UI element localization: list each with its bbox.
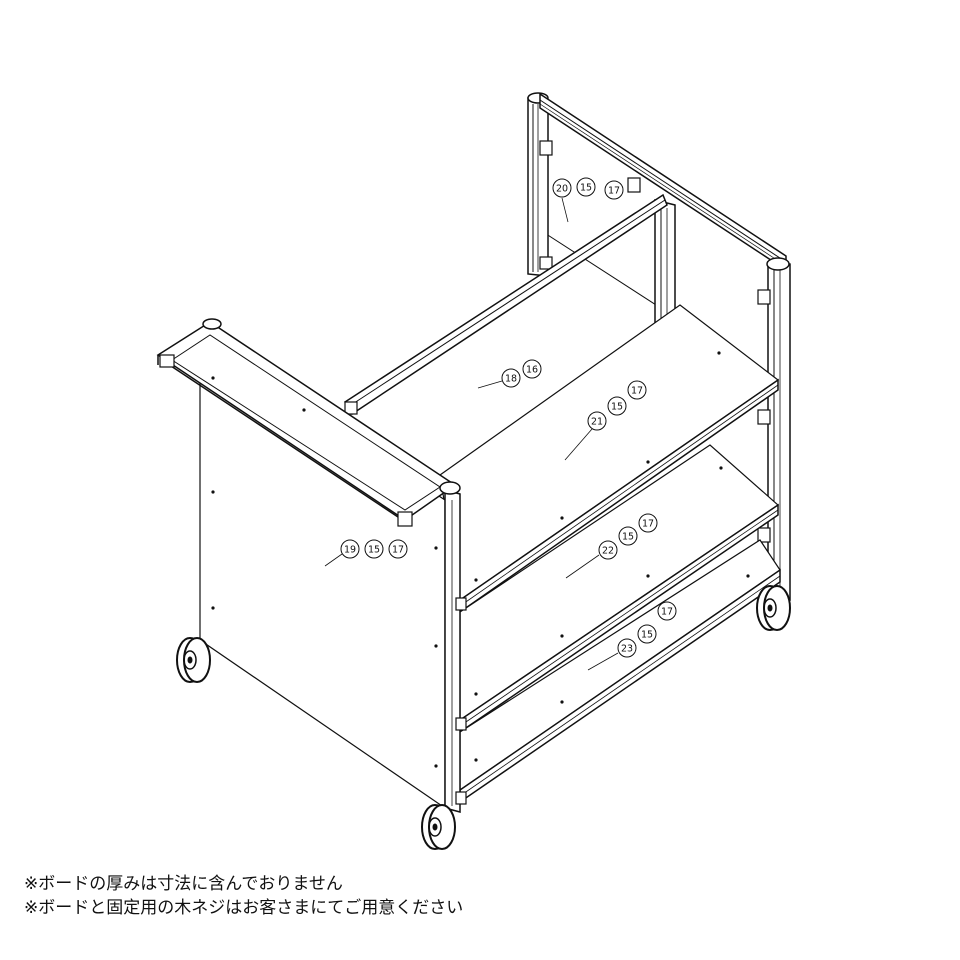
callout-label: 16 — [526, 365, 538, 376]
callout-label: 17 — [631, 386, 643, 397]
callout-label: 22 — [602, 546, 614, 557]
front-left-post — [444, 489, 467, 813]
wheel-rear-left — [176, 637, 211, 683]
callout-label: 17 — [661, 607, 673, 618]
callout-label: 15 — [622, 532, 634, 543]
callout-label: 15 — [641, 630, 653, 641]
notes-list: ※ボードの厚みは寸法に含んでおりません ※ボードと固定用の木ネジはお客さまにてご… — [24, 872, 463, 920]
callout-label: 20 — [556, 184, 568, 195]
wheel-front-left — [421, 804, 456, 850]
screw-holes — [211, 351, 750, 768]
callout-group-21: 21 15 17 — [564, 380, 647, 461]
callout-group-22: 22 15 17 — [565, 513, 658, 579]
rear-left-post — [527, 92, 553, 277]
callout-label: 18 — [505, 374, 517, 385]
middle-top-rail — [343, 193, 668, 416]
callout-label: 19 — [344, 545, 356, 556]
shelf-bottom — [459, 539, 781, 804]
wheel-rear-right — [756, 585, 791, 631]
callout-group-19: 19 15 17 — [324, 539, 408, 567]
callout-label: 15 — [611, 402, 623, 413]
note-board-screws: ※ボードと固定用の木ネジはお客さまにてご用意ください — [24, 898, 464, 918]
callout-group-23: 23 15 17 — [587, 601, 677, 671]
left-top-frame — [156, 318, 461, 527]
callout-group-18: 18 16 — [477, 359, 542, 389]
shelf-middle — [459, 444, 779, 734]
callout-group-20: 20 15 17 — [552, 177, 624, 223]
note-board-thickness: ※ボードの厚みは寸法に含んでおりません — [24, 874, 343, 894]
callout-label: 17 — [642, 519, 654, 530]
callout-label: 21 — [591, 417, 603, 428]
callout-label: 15 — [580, 183, 592, 194]
callout-label: 17 — [608, 186, 620, 197]
callout-label: 17 — [392, 545, 404, 556]
callout-label: 15 — [368, 545, 380, 556]
callout-label: 23 — [621, 644, 633, 655]
